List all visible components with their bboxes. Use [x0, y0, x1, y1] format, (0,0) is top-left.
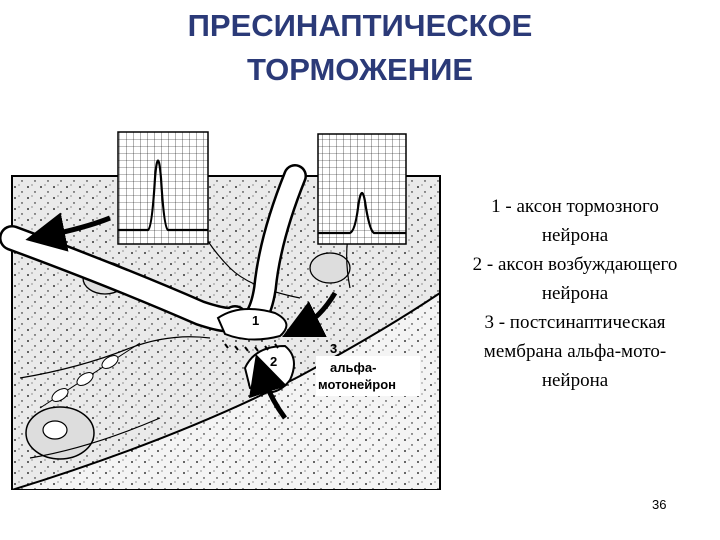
spike-trace	[118, 159, 208, 232]
neuron-label-line-1: альфа-	[330, 360, 376, 375]
label-3: 3	[330, 341, 337, 356]
legend: 1 - аксон тормозного нейрона 2 - аксон в…	[430, 192, 720, 395]
arrow-left	[25, 212, 111, 252]
synapse-illustration: 1 2 3 альфа- мотонейрон	[0, 118, 445, 490]
arrow-up	[249, 353, 288, 420]
title-line-2: ТОРМОЖЕНИЕ	[246, 52, 474, 87]
oscilloscope-right	[317, 133, 407, 245]
label-1: 1	[252, 313, 259, 328]
slide-title: ПРЕСИНАПТИЧЕСКОЕ ТОРМОЖЕНИЕ	[0, 4, 720, 92]
spike-trace	[318, 191, 406, 235]
beaded-fiber	[39, 342, 141, 409]
title-line-1: ПРЕСИНАПТИЧЕСКОЕ	[187, 8, 533, 43]
legend-line: нейрона	[541, 225, 609, 246]
legend-line: нейрона	[541, 283, 609, 304]
label-2: 2	[270, 354, 277, 369]
synaptic-cleft	[224, 343, 279, 352]
synapse-drawing: 1 2 3 альфа- мотонейрон	[0, 131, 441, 490]
legend-line: 2 - аксон возбуждающего	[472, 254, 678, 275]
oscilloscope-left	[117, 131, 209, 245]
page-number: 36	[652, 497, 667, 512]
neuron-label-line-2: мотонейрон	[318, 377, 396, 392]
arrow-right	[282, 291, 338, 337]
legend-line: нейрона	[541, 370, 609, 391]
glial-cell	[309, 252, 351, 284]
legend-line: 3 - постсинаптическая	[484, 312, 666, 333]
legend-line: 1 - аксон тормозного	[491, 196, 659, 217]
legend-line: мембрана альфа-мото-	[483, 341, 667, 362]
